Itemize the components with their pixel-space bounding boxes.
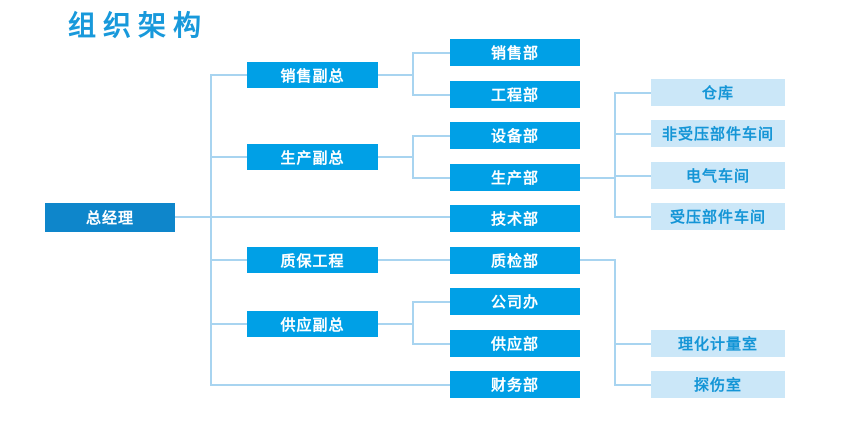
node-production-dept: 生产部 — [450, 164, 580, 191]
connector-to-flaw-detection-room — [614, 384, 651, 386]
connector-main-trunk — [210, 74, 212, 386]
node-non-pressure-parts-workshop: 非受压部件车间 — [651, 120, 785, 147]
connector-production-dept-stub — [580, 177, 616, 179]
connector-production-vp-vertical — [412, 135, 414, 179]
connector-to-electrical-workshop — [614, 175, 651, 177]
connector-sales-vp-stub — [378, 74, 414, 76]
page-title: 组织架构 — [68, 10, 209, 41]
connector-to-warehouse — [614, 92, 651, 94]
node-general-manager: 总经理 — [45, 203, 175, 232]
connector-trunk-to-finance-dept — [210, 384, 450, 386]
node-physicochemical-metrology-room: 理化计量室 — [651, 330, 785, 357]
connector-to-metrology-room — [614, 343, 651, 345]
node-warehouse: 仓库 — [651, 79, 785, 106]
connector-qa-to-quality-inspection-dept — [378, 259, 450, 261]
node-production-vp: 生产副总 — [247, 144, 378, 170]
node-pressure-parts-workshop: 受压部件车间 — [651, 203, 785, 230]
node-finance-dept: 财务部 — [450, 371, 580, 398]
connector-to-production-dept — [412, 177, 450, 179]
connector-root-to-technical-dept — [175, 216, 450, 218]
node-supply-vp: 供应副总 — [247, 311, 378, 337]
connector-to-engineering-dept — [412, 94, 450, 96]
connector-sales-vp-vertical — [412, 52, 414, 96]
node-sales-dept: 销售部 — [450, 39, 580, 66]
node-equipment-dept: 设备部 — [450, 122, 580, 149]
connector-trunk-to-production-vp — [210, 156, 247, 158]
connector-to-company-office — [412, 301, 450, 303]
connector-to-equipment-dept — [412, 135, 450, 137]
node-sales-vp: 销售副总 — [247, 62, 378, 88]
connector-trunk-to-qa-engineering — [210, 259, 247, 261]
connector-to-non-pressure-workshop — [614, 133, 651, 135]
connector-to-pressure-workshop — [614, 216, 651, 218]
connector-trunk-to-supply-vp — [210, 323, 247, 325]
node-technical-dept: 技术部 — [450, 205, 580, 232]
connector-to-sales-dept — [412, 52, 450, 54]
node-company-office: 公司办 — [450, 288, 580, 315]
connector-trunk-to-sales-vp — [210, 74, 247, 76]
connector-labs-vertical — [614, 259, 616, 386]
connector-supply-vp-vertical — [412, 301, 414, 345]
connector-production-vp-stub — [378, 156, 414, 158]
node-engineering-dept: 工程部 — [450, 81, 580, 108]
connector-to-supply-dept — [412, 343, 450, 345]
node-supply-dept: 供应部 — [450, 330, 580, 357]
connector-workshops-vertical — [614, 92, 616, 218]
node-flaw-detection-room: 探伤室 — [651, 371, 785, 398]
node-quality-inspection-dept: 质检部 — [450, 247, 580, 274]
connector-supply-vp-stub — [378, 323, 414, 325]
node-qa-engineering: 质保工程 — [247, 247, 378, 273]
connector-quality-inspection-stub — [580, 259, 616, 261]
node-electrical-workshop: 电气车间 — [651, 162, 785, 189]
